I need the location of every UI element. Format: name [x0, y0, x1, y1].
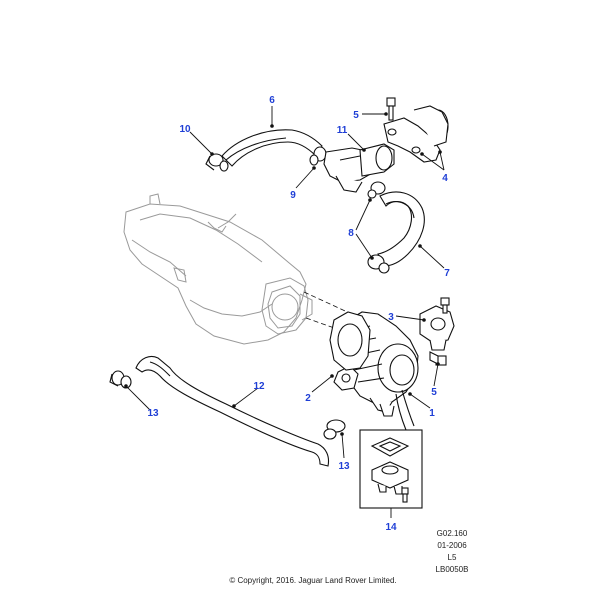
callout-5-lower: 5	[431, 387, 437, 398]
support-bracket	[383, 105, 449, 163]
hose-clip-8-lower	[367, 254, 390, 274]
callout-13-right: 13	[338, 461, 350, 472]
callout-11: 11	[337, 125, 348, 136]
hose-clip-10	[205, 153, 229, 172]
callout-13-left: 13	[147, 408, 159, 419]
throttle-gasket	[329, 311, 371, 371]
coolant-hose	[135, 355, 330, 467]
callout-4: 4	[442, 173, 448, 184]
screw-lower	[429, 351, 447, 366]
diagram-level: L5	[448, 553, 457, 562]
reference-block: G02.160 01-2006 L5 LB0050B	[436, 529, 469, 574]
gasket-kit-box	[359, 429, 423, 509]
copyright-notice: © Copyright, 2016. Jaguar Land Rover Lim…	[229, 576, 396, 585]
throttle-position-sensor	[419, 297, 455, 351]
callout-12: 12	[253, 381, 265, 392]
hose-clip-8-upper	[367, 181, 386, 199]
hose-clip-13-left	[109, 370, 132, 389]
callout-labels: 1 2 3 4 5 5 6 7 8 9 10 11 12 13 13 14	[147, 95, 450, 533]
leader-lines	[124, 106, 445, 518]
bolt-top	[386, 97, 396, 121]
callout-6: 6	[269, 95, 275, 106]
callout-14: 14	[385, 522, 397, 533]
callout-8: 8	[348, 228, 354, 239]
callout-9: 9	[290, 190, 296, 201]
callout-10: 10	[179, 124, 191, 135]
diagram-date: 01-2006	[437, 541, 467, 550]
callout-2: 2	[305, 393, 311, 404]
diagram-code: LB0050B	[436, 565, 469, 574]
diagram-ref: G02.160	[437, 529, 468, 538]
intake-manifold-outline	[123, 193, 313, 345]
callout-3: 3	[388, 312, 394, 323]
alignment-lines	[303, 291, 357, 331]
hose-clip-13-right	[323, 419, 346, 440]
breather-hose-lower	[377, 191, 425, 267]
callout-7: 7	[444, 268, 450, 279]
breather-valve	[323, 143, 395, 193]
breather-hose-upper	[221, 129, 323, 167]
callout-1: 1	[429, 408, 435, 419]
callout-5-top: 5	[353, 110, 359, 121]
